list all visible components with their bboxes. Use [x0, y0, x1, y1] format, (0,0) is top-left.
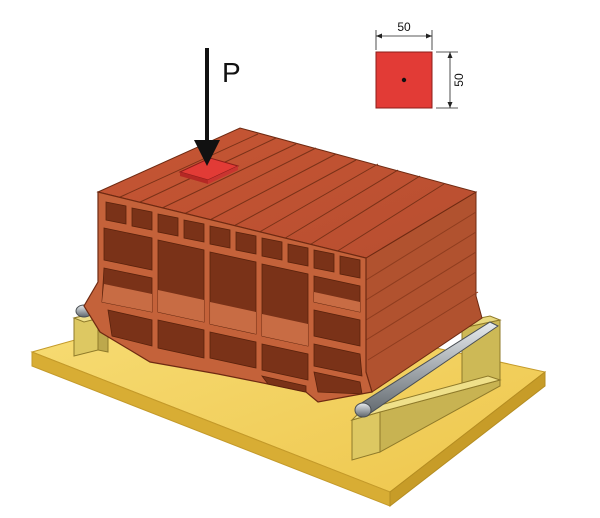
pad-height-label: 50	[452, 73, 466, 87]
cell	[261, 375, 307, 393]
cell	[261, 343, 309, 381]
cell	[183, 219, 205, 243]
roller-front	[354, 321, 499, 418]
load-arrow	[194, 48, 220, 166]
cell	[313, 249, 335, 273]
cell	[287, 243, 309, 267]
cell	[103, 227, 153, 271]
cell	[339, 255, 361, 279]
cell	[313, 309, 361, 347]
cell	[313, 371, 363, 395]
cell	[209, 331, 257, 369]
cell	[107, 309, 153, 347]
cell	[157, 319, 205, 359]
load-label: P	[222, 57, 241, 88]
pad-width-label: 50	[397, 20, 411, 34]
cell	[105, 201, 127, 225]
cell	[235, 231, 257, 255]
cell	[313, 343, 363, 377]
cell-depth-highlights	[102, 284, 360, 346]
pad-dimension-inset: 50 50	[375, 20, 466, 109]
cell	[209, 225, 231, 249]
cell	[157, 213, 179, 237]
cell	[131, 207, 153, 231]
pad-center-dot	[401, 77, 407, 83]
support-block-front	[350, 375, 502, 461]
cell	[261, 237, 283, 261]
load-pad	[178, 157, 240, 184]
